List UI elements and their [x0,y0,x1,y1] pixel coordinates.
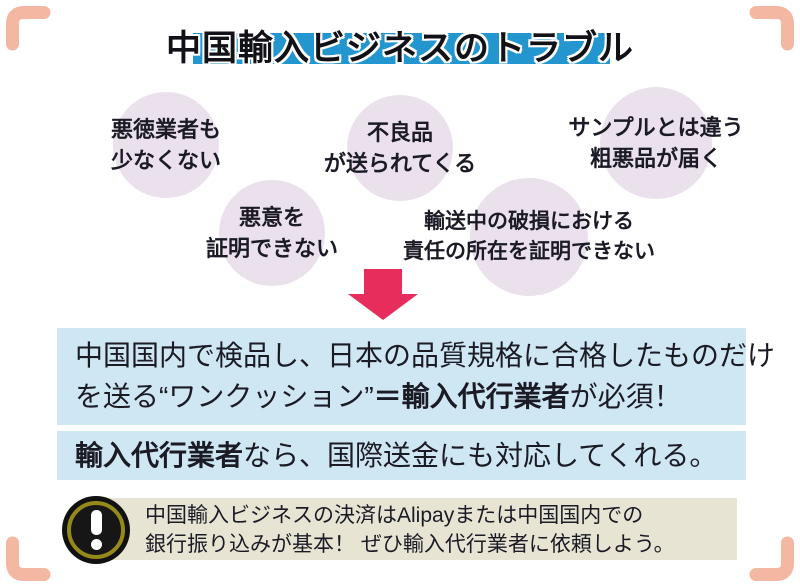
solution-box-line: 中国国内で検品し、日本の品質規格に合格したものだけ [75,335,775,376]
trouble-bubble-line: サンプルとは違う [568,115,744,140]
corner-bottom-right-icon [749,536,794,581]
payment-note-line: 銀行振り込みが基本！ ぜひ輸入代行業者に依頼しよう。 [145,533,675,556]
solution-text: が必須！ [569,381,682,412]
exclamation-dot [90,539,102,550]
trouble-bubble-line: 責任の所在を証明できない [403,240,655,263]
trouble-bubble: 不良品 が送られてくる [324,95,476,201]
down-arrow-icon [364,269,402,295]
down-arrow-icon [348,294,418,320]
solution-box-remittance: 輸入代行業者なら、国際送金にも対応してくれる。 [57,431,746,480]
trouble-bubble: 悪意を 証明できない [206,180,338,286]
exclamation-icon [62,496,130,564]
solution-text-bold: ＝輸入代行業者 [373,381,570,412]
trouble-bubble: 輸送中の破損における 責任の所在を証明できない [403,178,655,296]
solution-text-bold: 輸入代行業者 [75,440,244,471]
solution-text: を送る“ワンクッション” [75,381,374,412]
corner-bottom-left-icon [6,536,51,581]
trouble-bubble-line: 少なくない [111,148,222,173]
trouble-bubble-line: 証明できない [206,236,339,261]
trouble-bubble-line: 悪意を [238,205,305,230]
trouble-bubble-line: 輸送中の破損における [424,210,634,233]
trouble-bubble: サンプルとは違う 粗悪品が届く [568,87,744,199]
payment-note-line: 中国輸入ビジネスの決済はAlipayまたは中国国内での [145,504,644,527]
exclamation-bar [90,510,102,535]
payment-note-box: 中国輸入ビジネスの決済はAlipayまたは中国国内での 銀行振り込みが基本！ ぜ… [87,498,737,560]
page-title: 中国輸入ビジネスのトラブル [165,29,634,68]
title-band [193,33,610,64]
trouble-bubble-line: 悪徳業者も [111,117,222,142]
solution-text: なら、国際送金にも対応してくれる。 [243,440,718,471]
trouble-bubble-line: 粗悪品が届く [590,146,723,171]
trouble-bubble-line: が送られてくる [323,151,477,176]
solution-box-inspection: 中国国内で検品し、日本の品質規格に合格したものだけ を送る“ワンクッション”＝輸… [57,328,775,425]
solution-text: 中国国内で検品し、日本の品質規格に合格したものだけ [75,340,776,371]
solution-box-line: を送る“ワンクッション”＝輸入代行業者が必須！ [75,376,746,417]
exclamation-icon-ring [67,501,125,559]
trouble-bubble: 悪徳業者も 少なくない [111,92,222,198]
trouble-bubble-line: 不良品 [366,120,433,145]
